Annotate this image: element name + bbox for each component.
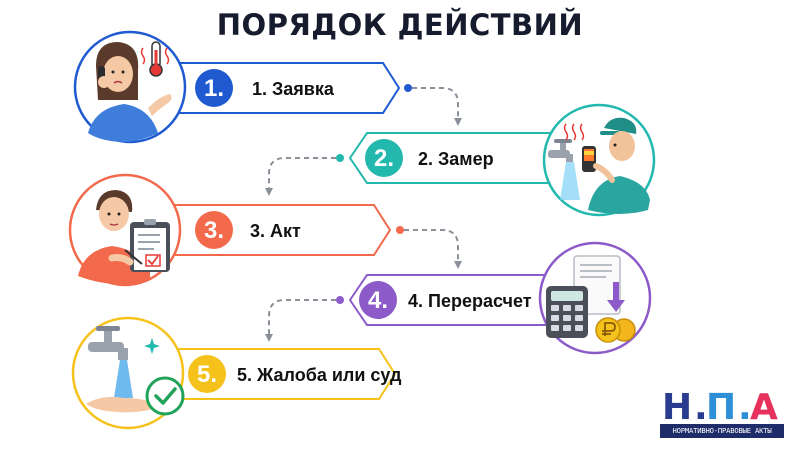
logo-letter-n: Н (662, 388, 692, 422)
step-5-number: 5. (197, 361, 217, 388)
step-3-badge (195, 211, 233, 249)
svg-text:.: . (694, 388, 708, 422)
calculator-document-ruble-illustration (538, 241, 652, 355)
step-1-badge (195, 69, 233, 107)
step-4-label: 4. Перерасчет (408, 291, 532, 311)
step-2-label: 2. Замер (418, 149, 494, 169)
step-4: 4. 4. Перерасчет (348, 241, 652, 355)
person-phone-thermometer-illustration (73, 30, 187, 144)
step-5: 5. 5. Жалоба или суд (71, 316, 402, 430)
step-1: 1. 1. Заявка (73, 30, 401, 144)
step-5-label: 5. Жалоба или суд (237, 365, 402, 385)
step-1-label: 1. Заявка (252, 79, 335, 99)
step-2-number: 2. (374, 145, 394, 172)
step-3-number: 3. (204, 217, 224, 244)
logo-letter-p: П (706, 388, 736, 422)
logo-caption: НОРМАТИВНО-ПРАВОВЫЕ АКТЫ (660, 424, 784, 438)
svg-text:.: . (738, 388, 752, 422)
logo-letter-a: А (750, 388, 778, 422)
faucet-hand-check-illustration (71, 316, 185, 430)
connector-4-5 (265, 296, 344, 342)
step-2: 2. 2. Замер (348, 103, 656, 217)
connector-3-4 (396, 226, 462, 269)
step-1-number: 1. (204, 75, 224, 102)
page-title: ПОРЯДОК ДЕЙСТВИЙ (216, 8, 584, 42)
technician-measuring-water-illustration (542, 103, 656, 217)
person-signing-act-illustration (68, 173, 182, 287)
step-5-badge (188, 355, 226, 393)
step-2-badge (365, 139, 403, 177)
step-4-badge (359, 281, 397, 319)
connector-1-2 (404, 84, 462, 126)
step-3-label: 3. Акт (250, 221, 301, 241)
step-3: 3. 3. Акт (68, 173, 392, 287)
npa-logo: Н . П . А НОРМАТИВНО-ПРАВОВЫЕ АКТЫ (660, 388, 784, 440)
step-4-number: 4. (368, 287, 388, 314)
connector-2-3 (265, 154, 344, 196)
